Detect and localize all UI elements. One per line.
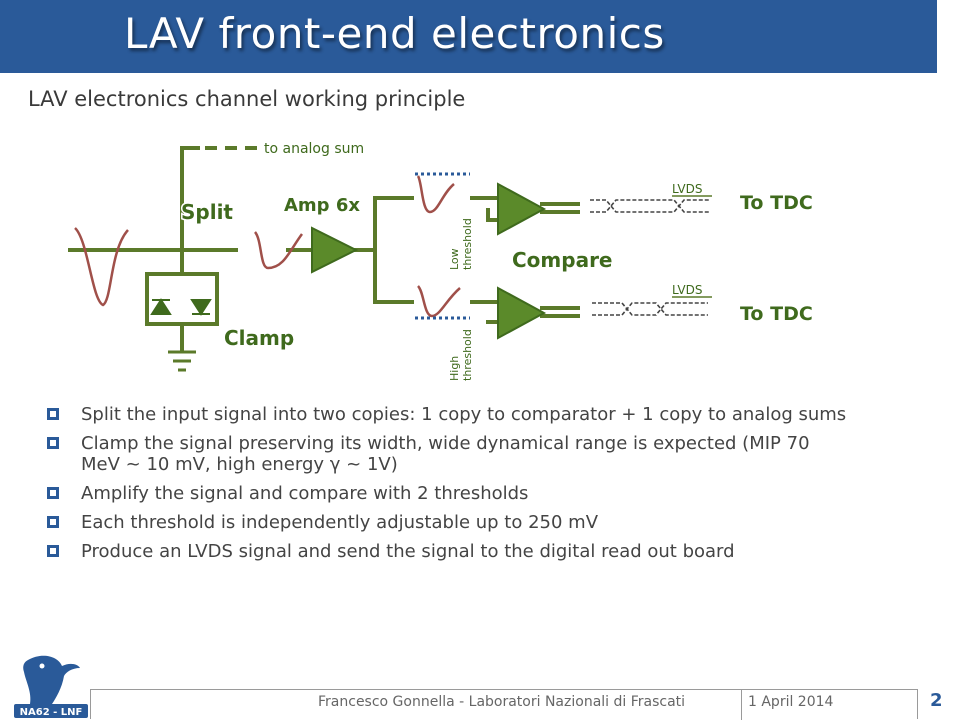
bullet-square-icon — [47, 437, 59, 449]
footer-date: 1 April 2014 — [748, 694, 834, 710]
tdc-top-label: To TDC — [740, 192, 813, 214]
bullet-item: Each threshold is independently adjustab… — [47, 512, 847, 533]
clamp-diodes — [150, 298, 212, 316]
pulse-clamped — [253, 231, 304, 270]
footer-author: Francesco Gonnella - Laboratori Nazional… — [318, 694, 686, 710]
pulse-amp-top — [416, 175, 455, 214]
bullet-text: Clamp the signal preserving its width, w… — [81, 433, 810, 475]
analog-sum-label: to analog sum — [264, 141, 364, 157]
bullet-item: Clamp the signal preserving its width, w… — [47, 433, 847, 475]
diode-down-icon — [190, 299, 212, 316]
bullet-text: Amplify the signal and compare with 2 th… — [81, 483, 529, 504]
bullet-list: Split the input signal into two copies: … — [47, 404, 847, 570]
bullet-item: Split the input signal into two copies: … — [47, 404, 847, 425]
page-number: 2 — [930, 690, 943, 711]
ground-icon — [168, 350, 196, 372]
bullet-square-icon — [47, 408, 59, 420]
low-threshold-label: Lowthreshold — [448, 218, 474, 270]
tdc-bottom-label: To TDC — [740, 303, 813, 325]
pulse-amp-bottom — [416, 285, 461, 318]
high-threshold-label: Highthreshold — [448, 329, 474, 381]
compare-label: Compare — [512, 248, 613, 272]
bullet-text: Each threshold is independently adjustab… — [81, 512, 599, 533]
lvds-top-signal — [590, 199, 710, 213]
circuit-diagram: to analog sum Split Amp 6x Clamp Compare… — [68, 140, 814, 382]
slide-subtitle: LAV electronics channel working principl… — [28, 87, 466, 111]
footer-divider — [741, 689, 742, 720]
bullet-square-icon — [47, 487, 59, 499]
pulse-input — [74, 227, 129, 307]
title-bar: LAV front-end electronics — [0, 0, 937, 73]
signal-pulses — [74, 175, 461, 318]
comparator-top-icon — [497, 182, 547, 236]
split-label: Split — [181, 200, 233, 224]
na62-lnf-logo: NA62 - LNF — [14, 655, 88, 718]
amp-label: Amp 6x — [284, 195, 360, 216]
amplifier-icon — [311, 226, 359, 274]
clamp-label: Clamp — [224, 326, 294, 350]
diode-up-icon — [150, 298, 172, 315]
logo-text: NA62 - LNF — [20, 707, 83, 718]
comparator-bottom-icon — [497, 286, 547, 340]
bullet-item: Produce an LVDS signal and send the sign… — [47, 541, 847, 562]
lvds-top-label: LVDS — [672, 182, 702, 196]
bullet-text: Produce an LVDS signal and send the sign… — [81, 541, 735, 562]
bullet-item: Amplify the signal and compare with 2 th… — [47, 483, 847, 504]
slide-title: LAV front-end electronics — [124, 9, 665, 58]
footer-frame — [90, 689, 918, 719]
bullet-square-icon — [47, 545, 59, 557]
bullet-square-icon — [47, 516, 59, 528]
bullet-text: Split the input signal into two copies: … — [81, 404, 847, 425]
lvds-bottom-label: LVDS — [672, 283, 702, 297]
wire-analog-branch — [180, 146, 200, 252]
lvds-bottom-signal — [592, 302, 708, 316]
